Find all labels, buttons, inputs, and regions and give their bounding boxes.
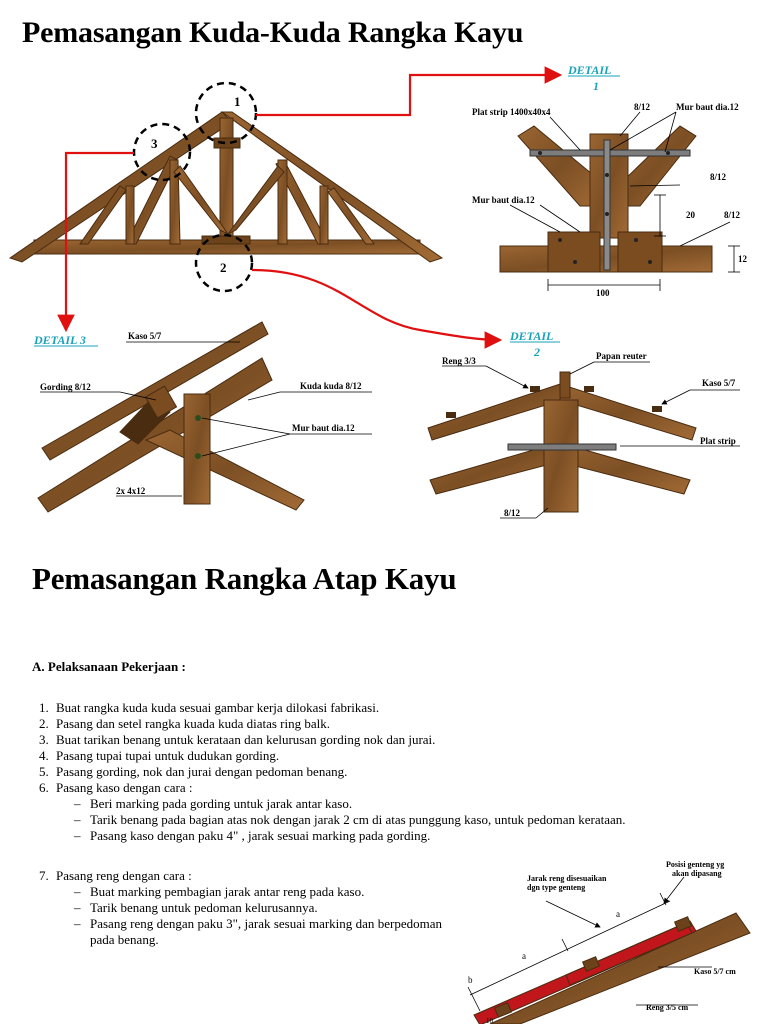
step-7-sublist: Buat marking pembagian jarak antar reng … bbox=[56, 884, 442, 948]
d2-plat-label: Plat strip bbox=[700, 436, 736, 446]
d1-dim20: 20 bbox=[686, 210, 696, 220]
circle-1-label: 1 bbox=[234, 94, 241, 109]
step-4: Pasang tupai tupai untuk dudukan gording… bbox=[52, 748, 710, 764]
d3-mur-label: Mur baut dia.12 bbox=[292, 423, 355, 433]
d1-dim12: 12 bbox=[738, 254, 748, 264]
page-title-truss: Pemasangan Kuda-Kuda Rangka Kayu bbox=[22, 16, 524, 49]
d2-812-label: 8/12 bbox=[504, 508, 521, 518]
d1-812a-label: 8/12 bbox=[634, 102, 651, 112]
step-6-text: Pasang kaso dengan cara : bbox=[56, 780, 193, 795]
d1-812b-label: 8/12 bbox=[710, 172, 727, 182]
d1-812c-label: 8/12 bbox=[724, 210, 741, 220]
reng-a2-label: a bbox=[616, 909, 620, 919]
step-6: Pasang kaso dengan cara : Beri marking p… bbox=[52, 780, 710, 844]
detail-2-label: DETAIL bbox=[509, 329, 553, 343]
d2-kaso-label: Kaso 5/7 bbox=[702, 378, 736, 388]
step-7-text: Pasang reng dengan cara : bbox=[56, 868, 192, 883]
reng-10-label: 10 bbox=[486, 1017, 494, 1024]
d3-gording-label: Gording 8/12 bbox=[40, 382, 91, 392]
step-7-sub-1: Buat marking pembagian jarak antar reng … bbox=[74, 884, 442, 900]
reng-jarak-label-2: dgn type genteng bbox=[527, 883, 585, 892]
step-1: Buat rangka kuda kuda sesuai gambar kerj… bbox=[52, 700, 710, 716]
d3-kuda-label: Kuda kuda 8/12 bbox=[300, 381, 362, 391]
detail-1-label: DETAIL bbox=[567, 63, 611, 77]
reng-b-label: b bbox=[468, 975, 473, 985]
d3-kaso-label: Kaso 5/7 bbox=[128, 331, 162, 341]
step-6-sub-2: Tarik benang pada bagian atas nok dengan… bbox=[74, 812, 710, 828]
step-7-block: Pasang reng dengan cara : Buat marking p… bbox=[10, 868, 442, 948]
d1-plat-label: Plat strip 1400x40x4 bbox=[472, 107, 551, 117]
step-7-sub-2: Tarik benang untuk pedoman kelurusannya. bbox=[74, 900, 442, 916]
d2-reng-label: Reng 3/3 bbox=[442, 356, 476, 366]
detail-1: DETAIL 1 bbox=[472, 63, 748, 298]
reng-posisi-label-1: Posisi genteng yg bbox=[666, 860, 724, 869]
detail-3-label: DETAIL 3 bbox=[33, 333, 86, 347]
d3-2x4x12-label: 2x 4x12 bbox=[116, 486, 146, 496]
d1-mur-a-label: Mur baut dia.12 bbox=[676, 102, 739, 112]
truss-figures: 1 3 2 DETAIL 1 bbox=[8, 63, 748, 519]
circle-3-label: 3 bbox=[151, 136, 158, 151]
page-title-roof: Pemasangan Rangka Atap Kayu bbox=[32, 561, 457, 596]
circle-2-label: 2 bbox=[220, 260, 227, 275]
step-7-ol: Pasang reng dengan cara : Buat marking p… bbox=[10, 868, 442, 948]
leader-lines bbox=[57, 66, 563, 349]
d2-papan-label: Papan reuter bbox=[596, 351, 647, 361]
reng-jarak-label-1: Jarak reng disesuaikan bbox=[527, 874, 607, 883]
steps-list: Buat rangka kuda kuda sesuai gambar kerj… bbox=[10, 700, 710, 844]
step-5: Pasang gording, nok dan jurai dengan ped… bbox=[52, 764, 710, 780]
reng-kaso-label: Kaso 5/7 cm bbox=[694, 967, 736, 976]
d1-dim100: 100 bbox=[596, 288, 610, 298]
steps-ol: Buat rangka kuda kuda sesuai gambar kerj… bbox=[10, 700, 710, 844]
d1-mur-b-label: Mur baut dia.12 bbox=[472, 195, 535, 205]
step-6-sub-3: Pasang kaso dengan paku 4" , jarak sesua… bbox=[74, 828, 710, 844]
step-6-sublist: Beri marking pada gording untuk jarak an… bbox=[56, 796, 710, 844]
detail-3: DETAIL 3 Kaso 5/7 Gording 8/12 Kuda kuda… bbox=[33, 321, 372, 513]
section-a-heading: A. Pelaksanaan Pekerjaan : bbox=[32, 659, 186, 674]
main-truss bbox=[8, 111, 444, 263]
step-7: Pasang reng dengan cara : Buat marking p… bbox=[52, 868, 442, 948]
step-3: Buat tarikan benang untuk kerataan dan k… bbox=[52, 732, 710, 748]
step-6-sub-1: Beri marking pada gording untuk jarak an… bbox=[74, 796, 710, 812]
reng-posisi-label-2: akan dipasang bbox=[672, 869, 722, 878]
detail-2: DETAIL 2 Reng 3/3 bbox=[427, 329, 740, 519]
detail-1-num: 1 bbox=[593, 79, 599, 93]
detail-2-num: 2 bbox=[533, 345, 540, 359]
reng-a1-label: a bbox=[522, 951, 526, 961]
step-7-sub-3: Pasang reng dengan paku 3", jarak sesuai… bbox=[74, 916, 442, 948]
reng-reng-label: Reng 3/5 cm bbox=[646, 1003, 689, 1012]
step-2: Pasang dan setel rangka kuada kuda diata… bbox=[52, 716, 710, 732]
reng-figure: Jarak reng disesuaikan dgn type genteng … bbox=[467, 860, 751, 1024]
